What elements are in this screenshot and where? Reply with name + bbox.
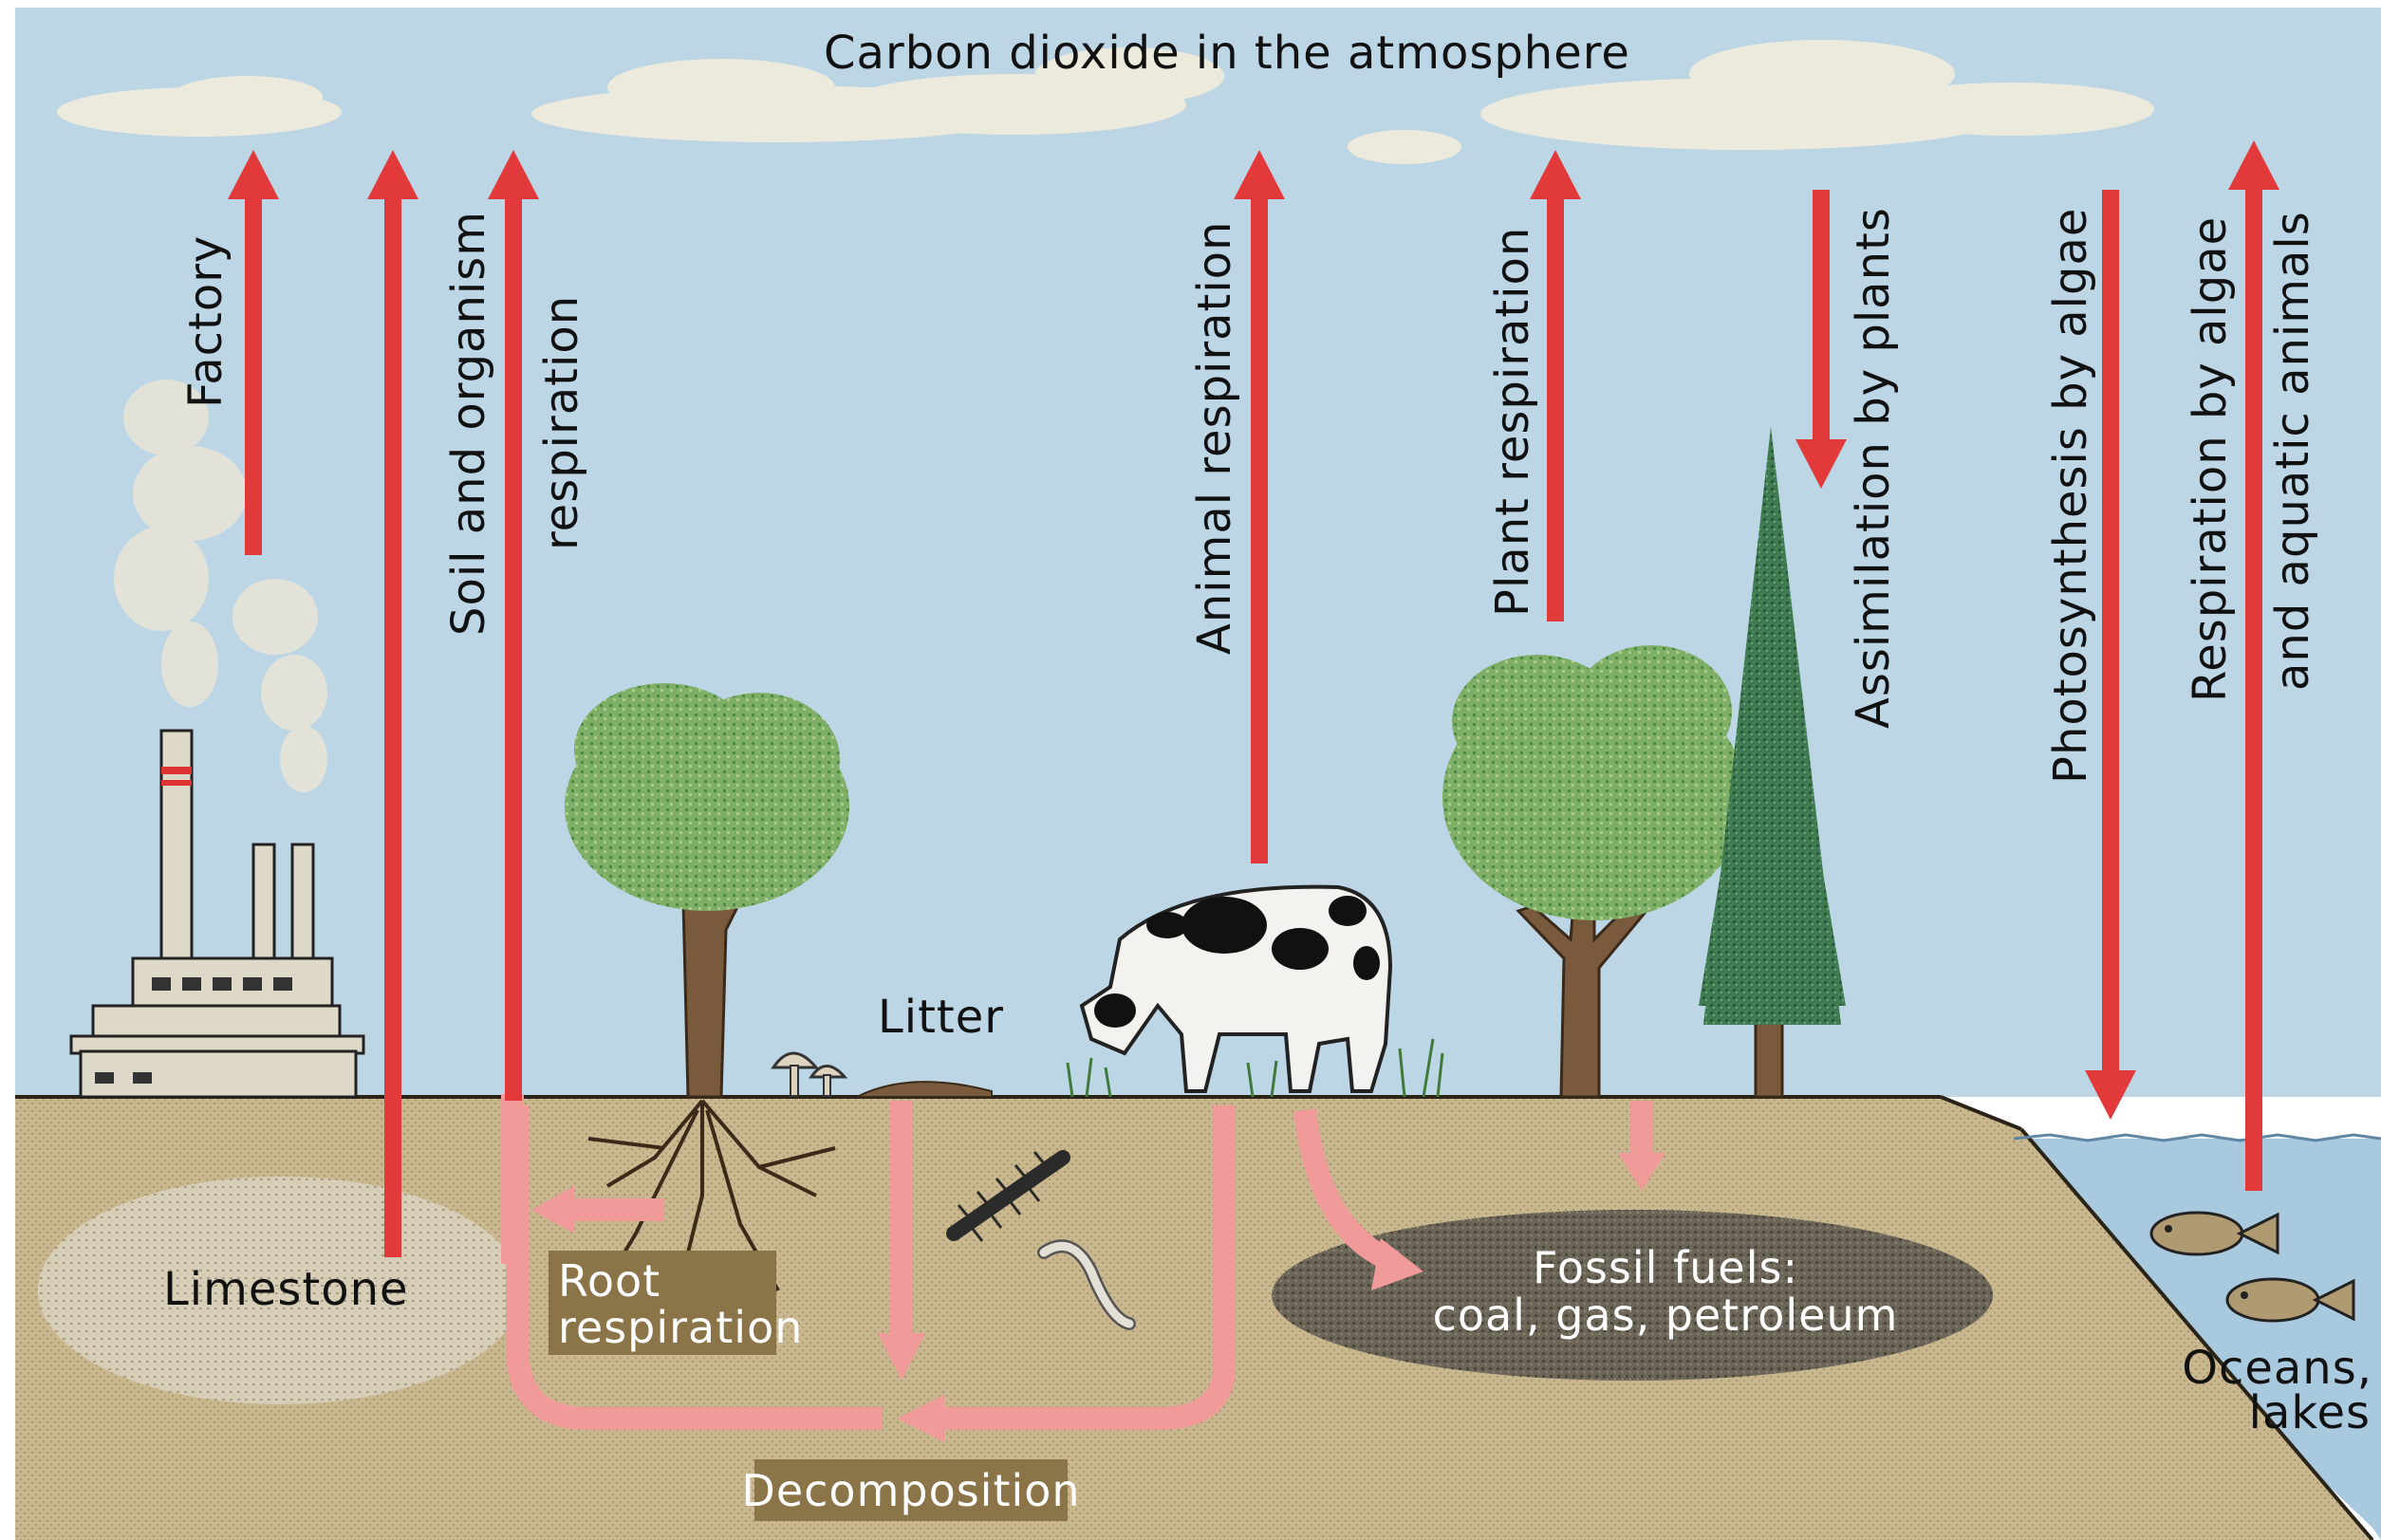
label-oceans-2: lakes (2249, 1386, 2371, 1439)
label-root-respiration-2: respiration (558, 1302, 803, 1353)
label-respiration-algae-2: and aquatic animals (2266, 211, 2319, 691)
label-assimilation: Assimilation by plants (1847, 207, 1900, 729)
label-limestone: Limestone (163, 1263, 409, 1316)
label-decomposition: Decomposition (741, 1465, 1080, 1516)
label-factory: Factory (179, 235, 233, 408)
label-animal-respiration: Animal respiration (1188, 221, 1241, 655)
label-litter: Litter (878, 991, 1004, 1044)
label-photosynthesis-algae: Photosynthesis by algae (2044, 208, 2097, 784)
page-title: Carbon dioxide in the atmosphere (824, 27, 1630, 80)
label-root-respiration-1: Root (558, 1255, 660, 1307)
label-plant-respiration: Plant respiration (1486, 227, 1539, 617)
label-fossil-fuels-1: Fossil fuels: (1533, 1242, 1798, 1293)
label-respiration-algae-1: Respiration by algae (2184, 216, 2237, 702)
label-soil-respiration-1: Soil and organism (442, 211, 495, 636)
label-fossil-fuels-2: coal, gas, petroleum (1433, 1290, 1899, 1341)
label-soil-respiration-2: respiration (535, 295, 588, 550)
